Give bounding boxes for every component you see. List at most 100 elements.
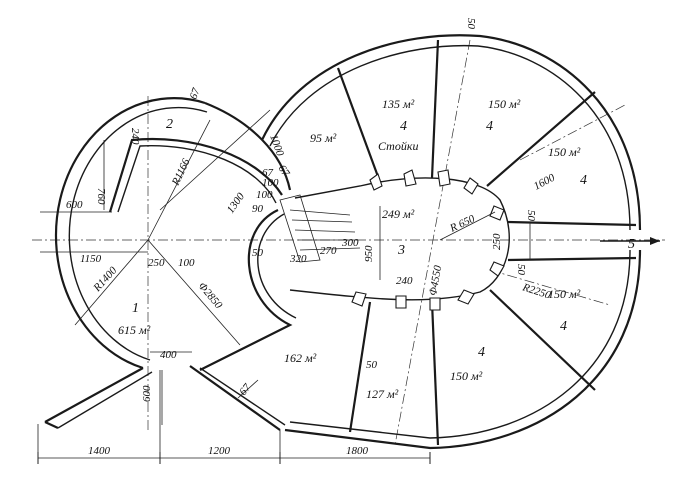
dim-90: 90 [252, 203, 264, 215]
dim-50-top: 50 [465, 18, 477, 30]
room-4a-number: 4 [400, 119, 407, 134]
left-leg-end [44, 421, 59, 429]
column [395, 295, 407, 309]
exit-arrow-head [650, 237, 660, 245]
radius-2250-line [489, 269, 611, 306]
outer-wall-bottom-inner [289, 249, 631, 439]
room-5-number: 5 [628, 237, 635, 252]
dimension-lines [37, 109, 660, 464]
partition-3 [486, 91, 596, 187]
dim-320: 320 [289, 253, 307, 265]
columns [351, 169, 505, 311]
stair-outline [279, 194, 321, 263]
room-127-area: 127 м² [366, 387, 399, 401]
column [489, 205, 505, 221]
right-building-walls [261, 34, 642, 450]
dim-250-right: 250 [491, 233, 503, 250]
stair-line [289, 209, 351, 216]
room-1-area: 615 м² [118, 323, 151, 337]
room-4c-area: 150 м² [548, 145, 581, 159]
room-162-area: 162 м² [284, 351, 317, 365]
corridor-inner-wall [108, 137, 283, 213]
room-1-number: 1 [132, 301, 139, 316]
dim-1800: 1800 [346, 445, 369, 457]
column [369, 173, 383, 191]
radius-650: R 650 [447, 213, 477, 235]
dim-100-left: 100 [178, 257, 195, 269]
dim-1200: 1200 [208, 445, 231, 457]
room-3-number: 3 [397, 243, 405, 258]
hall-concave-wall [199, 209, 293, 371]
column [489, 261, 505, 277]
dim-1400: 1400 [88, 445, 111, 457]
column [463, 177, 479, 195]
dim-250-left: 250 [148, 257, 165, 269]
room-4b-area: 150 м² [488, 97, 521, 111]
hall-concave-wall-2 [257, 213, 297, 319]
r1166-line [147, 119, 211, 241]
room-4e-number: 4 [478, 345, 485, 360]
r1400-line [74, 239, 149, 326]
room-4b-number: 4 [486, 119, 493, 134]
column [457, 289, 475, 305]
dim-100-mid: 100 [262, 177, 279, 189]
dim-400: 400 [160, 349, 177, 361]
dim-67-bottom: 67 [237, 381, 254, 398]
dim-67-top: 67 [188, 86, 203, 101]
dim-100-mid-2: 100 [256, 189, 273, 201]
partition-4 [507, 220, 637, 227]
partition-1 [336, 67, 382, 183]
room-4d-number: 4 [560, 319, 567, 334]
stair-structure [279, 194, 361, 263]
dim-1300: 1300 [225, 190, 248, 215]
room-4d-area: 150 м² [548, 287, 581, 301]
left-hall-inner-wall [68, 106, 208, 361]
column [403, 169, 417, 187]
r650-line [439, 211, 496, 241]
column [351, 291, 367, 307]
dim-1600: 1600 [532, 171, 557, 192]
dim-50-right-top: 50 [525, 210, 537, 222]
left-leg-wall-2 [57, 371, 153, 429]
corridor-inner-wall-2 [117, 145, 277, 213]
room-95-area: 95 м² [310, 131, 337, 145]
room-4e-area: 150 м² [450, 369, 483, 383]
columns-label: Стойки [378, 139, 418, 153]
room-4a-area: 135 м² [382, 97, 415, 111]
room-2-number: 2 [166, 117, 173, 132]
stair-line [299, 247, 361, 251]
dim-1150: 1150 [80, 253, 102, 265]
dim-240-centre: 240 [396, 275, 413, 287]
outer-wall-bottom [284, 249, 642, 450]
diameter-4550-line [394, 39, 471, 446]
column [429, 297, 441, 311]
dim-67-line [237, 379, 259, 399]
dim-1300-line [159, 109, 271, 211]
right-leg-wall [189, 365, 281, 431]
left-hall-walls [44, 97, 297, 431]
labels: 1 615 м² 2 3 249 м² 5 135 м² 4 150 м² 4 … [66, 18, 635, 457]
dim-300: 300 [341, 237, 359, 249]
stair-line [291, 219, 353, 223]
outer-wall-top [261, 34, 642, 231]
partition-8 [348, 301, 372, 433]
dim-50-left: 50 [252, 247, 264, 259]
partition-5 [507, 256, 637, 262]
dim-240-top: 240 [129, 128, 141, 145]
central-hall-wall [289, 177, 510, 301]
dim-950: 950 [363, 245, 375, 262]
dim-50-bottom: 50 [366, 359, 378, 371]
dim-270: 270 [320, 245, 337, 257]
dim-600-horizontal: 600 [66, 199, 83, 211]
left-hall-outer-wall [54, 97, 206, 370]
room-4c-number: 4 [580, 173, 587, 188]
right-leg-wall-2 [199, 367, 286, 426]
partition-6 [489, 289, 596, 391]
diameter-4550: Φ4550 [427, 264, 444, 296]
dim-600-vertical: 600 [141, 385, 153, 402]
dim-67-mid-2: 67 [262, 167, 274, 179]
diameter-2850: Φ2850 [196, 280, 225, 311]
partition-7 [430, 301, 440, 446]
outer-wall-top-inner [269, 44, 631, 231]
